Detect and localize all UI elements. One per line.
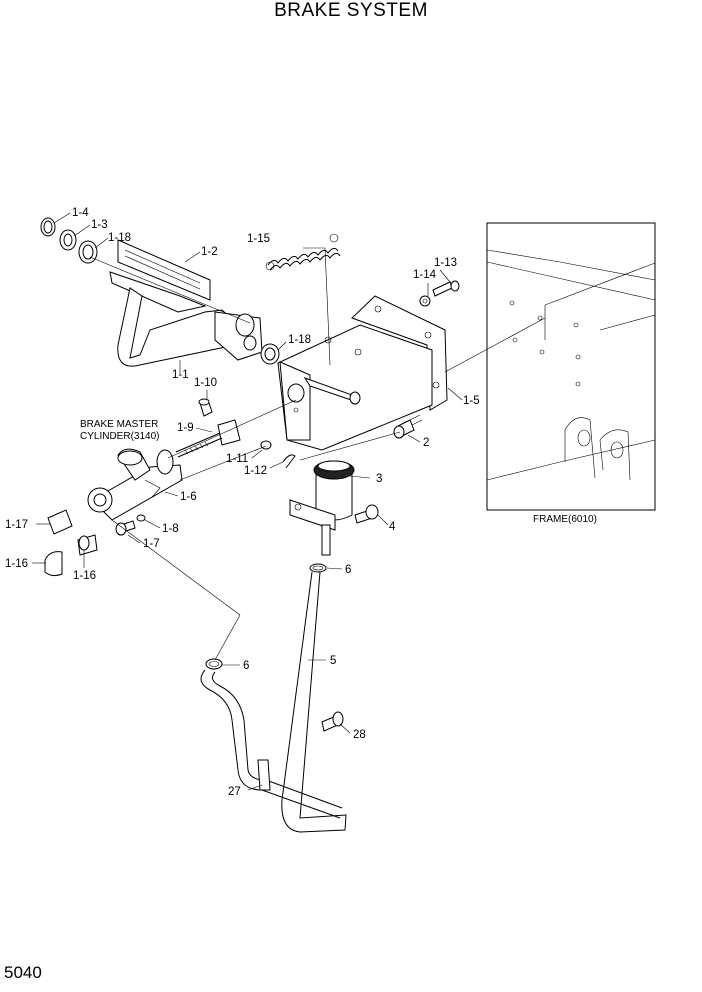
bolt-and-nut-top [419,280,460,307]
callout-1-8: 1-8 [162,523,179,535]
master-cylinder-label-line2: CYLINDER(3140) [80,431,159,442]
brake-pedal [109,239,263,367]
callout-2: 2 [423,437,429,449]
cylinder-mount-bolt [115,514,146,536]
hose-bracket-bolt [321,711,344,732]
callout-1-18-left: 1-18 [108,232,131,244]
hose-clamp-lower [205,658,223,670]
callout-27: 27 [228,786,241,798]
callout-1-14: 1-14 [413,269,437,281]
callout-1-6: 1-6 [180,491,197,503]
callout-1-11: 1-11 [226,453,248,465]
callout-3: 3 [376,473,382,485]
bushing-set-left [40,217,98,264]
master-cylinder-label: BRAKE MASTER CYLINDER(3140) [80,419,159,442]
callout-1-1: 1-1 [172,369,189,381]
pedal-bracket [277,295,448,451]
callout-1-4: 1-4 [72,207,89,219]
callout-6-upper: 6 [345,564,351,576]
callout-1-15: 1-15 [247,233,270,245]
callout-1-18-right: 1-18 [288,334,311,346]
callout-28: 28 [353,729,366,741]
frame-holes [509,300,581,387]
callout-5: 5 [330,655,336,667]
callout-1-2: 1-2 [201,246,218,258]
leader-lines [32,212,546,791]
callout-1-3: 1-3 [91,219,108,231]
bracket-bolt [393,414,423,439]
callout-4: 4 [389,521,396,533]
frame-inset: FRAME(6010) [486,222,656,525]
page-title: BRAKE SYSTEM [274,0,428,21]
callout-1-16-left: 1-16 [5,558,28,570]
callout-1-10: 1-10 [194,377,217,389]
callout-1-17: 1-17 [5,519,28,531]
reservoir-bolt [354,504,379,524]
clevis-pin [198,398,213,417]
master-cylinder-label-line1: BRAKE MASTER [80,419,158,430]
cylinder-fittings [44,509,98,577]
callout-1-7: 1-7 [143,538,160,550]
callout-1-16-right: 1-16 [73,570,96,582]
brake-fluid-reservoir [289,460,355,556]
callout-1-12: 1-12 [244,465,267,477]
callout-1-9: 1-9 [177,422,194,434]
callouts: 1-4 1-3 1-18 1-2 1-15 1-13 1-14 1-18 1-1… [5,207,480,798]
callout-1-5: 1-5 [463,395,480,407]
callout-1-13: 1-13 [434,257,457,269]
brake-hose [200,571,347,833]
callout-6-lower: 6 [243,660,249,672]
hose-clamp-upper [309,563,327,573]
frame-label: FRAME(6010) [533,514,597,525]
return-spring [265,233,341,271]
bushing-right [260,343,280,365]
page-number: 5040 [4,963,42,982]
clevis-rod [175,419,241,458]
brake-master-cylinder [87,448,183,521]
washer-and-cotter-pin [260,440,296,469]
